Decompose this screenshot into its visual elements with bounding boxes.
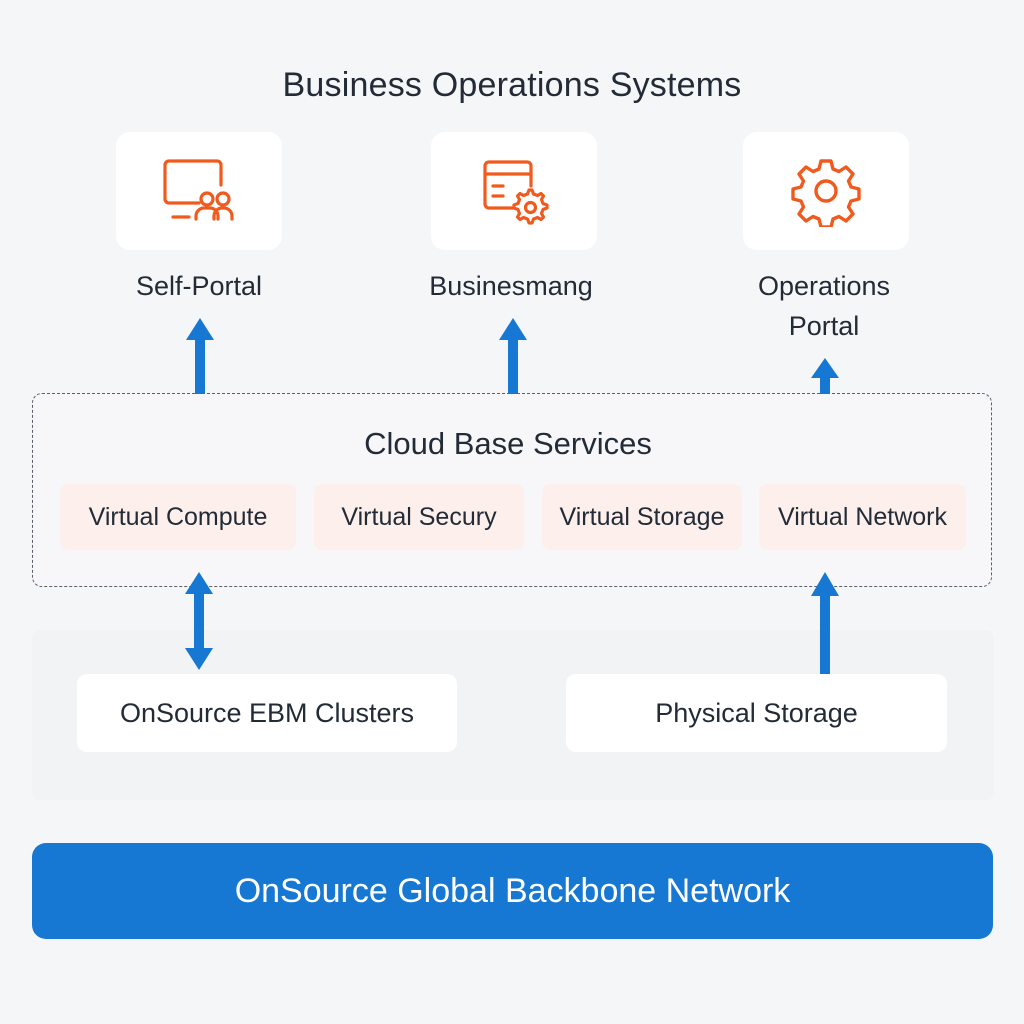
browser-gear-icon [483, 160, 549, 225]
global-backbone-network-bar: OnSource Global Backbone Network [32, 843, 993, 939]
service-virtual-network: Virtual Network [759, 484, 966, 550]
gear-icon [791, 159, 861, 227]
operations-portal-card [743, 132, 909, 250]
service-virtual-compute: Virtual Compute [60, 484, 296, 550]
businesmang-label: Businesmang [429, 271, 593, 301]
arrow-up-businesmang [499, 318, 527, 394]
businesmang-card [431, 132, 597, 250]
self-portal-label: Self-Portal [135, 271, 263, 301]
monitor-users-icon [163, 159, 234, 221]
operations-portal-label-line1: Operations [757, 271, 891, 301]
arrow-up-operations-portal [811, 358, 839, 394]
arrow-up-self-portal [186, 318, 214, 394]
operations-portal-label-line2: Portal [788, 311, 860, 341]
service-virtual-storage: Virtual Storage [542, 484, 742, 550]
diagram-title: Business Operations Systems [282, 66, 742, 104]
operations-portal-label: Operations Portal [704, 266, 944, 346]
onsource-ebm-clusters-card: OnSource EBM Clusters [77, 674, 457, 752]
physical-storage-card: Physical Storage [566, 674, 947, 752]
cloud-base-services-title: Cloud Base Services [364, 426, 652, 461]
service-virtual-secury: Virtual Secury [314, 484, 524, 550]
self-portal-card [116, 132, 282, 250]
